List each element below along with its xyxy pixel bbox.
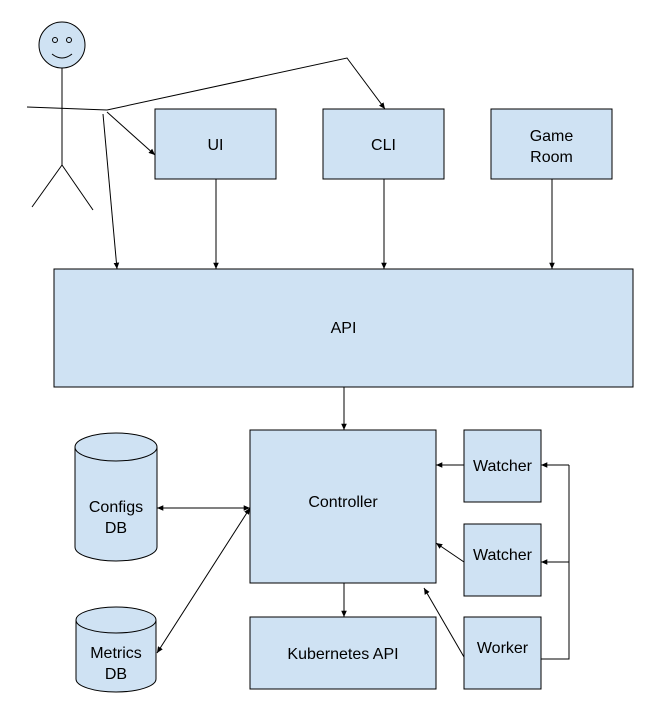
configs-db-label-line1: Configs <box>89 499 143 516</box>
worker-to-watchers-edges <box>541 462 570 660</box>
api-node: API <box>53 268 634 388</box>
watcher-edges <box>423 462 465 658</box>
edge-actor-to-cli <box>106 57 386 111</box>
ui-node: UI <box>154 108 277 180</box>
ui-label: UI <box>208 137 224 154</box>
cli-label: CLI <box>371 137 396 154</box>
kubernetes-api-label: Kubernetes API <box>287 646 398 663</box>
watcher-1-node: Watcher <box>463 429 542 503</box>
cli-node: CLI <box>322 108 445 180</box>
configs-db-node: Configs DB <box>74 432 158 562</box>
watcher-1-label: Watcher <box>473 458 533 475</box>
controller-node: Controller <box>249 429 437 584</box>
db-edges <box>156 505 251 654</box>
user-actor-icon <box>26 21 108 211</box>
edge-watcher2-to-controller <box>435 542 465 563</box>
api-label: API <box>331 320 357 337</box>
edge-worker-to-controller <box>423 587 465 658</box>
watcher-2-node: Watcher <box>463 523 542 597</box>
game-room-label-line2: Room <box>530 149 573 166</box>
top-to-api-edges <box>213 179 555 269</box>
game-room-label-line1: Game <box>530 128 574 145</box>
configs-db-label-line2: DB <box>105 520 127 537</box>
metrics-db-label-line2: DB <box>105 666 127 683</box>
game-room-node: Game Room <box>490 108 613 180</box>
edge-actor-to-ui <box>106 111 156 156</box>
edge-metrics-controller <box>156 507 251 654</box>
edge-worker-bus <box>541 465 570 660</box>
metrics-db-node: Metrics DB <box>75 606 157 693</box>
metrics-db-label-line1: Metrics <box>90 645 142 662</box>
kubernetes-api-node: Kubernetes API <box>249 616 437 690</box>
worker-node: Worker <box>463 616 542 690</box>
watcher-2-label: Watcher <box>473 547 533 564</box>
worker-label: Worker <box>477 640 529 657</box>
actor-edges <box>102 57 386 270</box>
edge-actor-to-api <box>102 113 120 270</box>
controller-label: Controller <box>308 494 378 511</box>
